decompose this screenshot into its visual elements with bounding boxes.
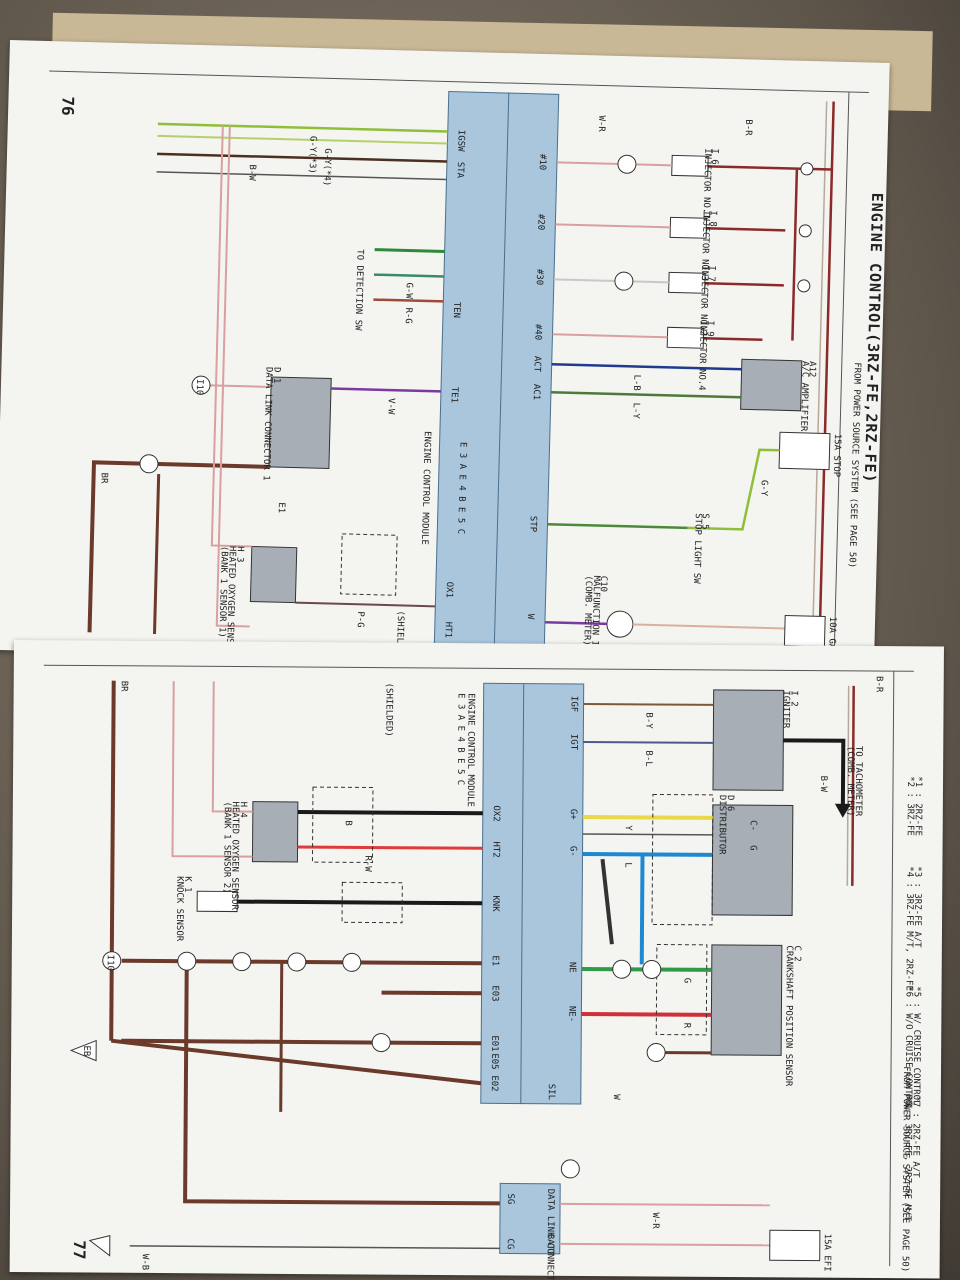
pin-e1: E1	[275, 502, 286, 514]
legend-2: *2 : 3RZ-FE	[904, 776, 916, 836]
label-mil-sub: (COMB. METER)	[581, 575, 594, 646]
top-wiring-svg	[49, 70, 869, 662]
label-ecm-connectors-bot: E 3 A E 4 B E 5 C	[454, 693, 466, 786]
label-injector-1: INJECTOR NO.1	[700, 148, 713, 219]
pin-ten: TEN	[450, 301, 462, 319]
splice-i10-top: I10	[193, 378, 205, 396]
label-tacho-sub: (COMB. METER)	[844, 745, 856, 817]
label-ckp: CRANKSHAFT POSITION SENSOR	[782, 945, 794, 1087]
wire-label-r-g: R-G	[402, 307, 414, 324]
label-efi-fuse: 15A EFI	[821, 1233, 832, 1272]
pin-stp: STP	[527, 515, 538, 533]
wiring-page-77: 77 FROM POWER SOURCE SYSTEM (SEE PAGE 50…	[9, 640, 944, 1280]
label-stop-sw: STOP LIGHT SW	[691, 513, 703, 584]
pin-ac1: AC1	[530, 383, 542, 401]
pin-act: ACT	[531, 355, 542, 373]
pin-cg: CG	[504, 1238, 515, 1250]
pin-sg: SG	[505, 1193, 516, 1205]
label-shielded-bot-1: (SHIELDED)	[383, 682, 394, 737]
pin-w: W	[525, 613, 536, 620]
injector-coils	[666, 154, 709, 349]
wire-label-g-w: G-W	[403, 282, 414, 299]
pin-ox1: OX1	[443, 581, 454, 599]
label-igniter: IGNITER	[780, 690, 791, 729]
wire-label-w: W	[610, 1094, 621, 1100]
pin-g-minus: G-	[567, 845, 578, 857]
page-number-77: 77	[69, 1240, 89, 1260]
wire-label-br: BR	[98, 472, 109, 484]
pin-ox2: OX2	[490, 805, 501, 822]
label-distributor: DISTRIBUTOR	[716, 794, 727, 855]
label-o2-sub-bot: (BANK 1 SENSOR 2)	[221, 801, 232, 894]
wire-label-g-y: G-Y	[758, 479, 769, 497]
wire-label-w-r-bot: W-R	[649, 1212, 661, 1229]
wire-label-g-y4: G-Y(*4)	[321, 148, 333, 187]
wire-label-b: B	[342, 820, 353, 826]
legend-6: *6 : W/O CRUISE CONTROL	[902, 986, 914, 1111]
wire-label-v-w: V-W	[385, 397, 396, 415]
wire-label-l-y: L-Y	[630, 402, 641, 419]
wire-label-p-g: P-G	[354, 611, 366, 628]
pin-sil: SIL	[545, 1083, 556, 1101]
page-number-76: 76	[58, 96, 78, 116]
label-ac-amp: A/C AMPLIFIER	[798, 360, 810, 432]
pin-e02: E02	[488, 1075, 499, 1092]
label-injector-4: INJECTOR NO.4	[696, 320, 708, 391]
wire-label-b-r-bot: B-R	[873, 676, 884, 693]
splice-i10-bot: I10	[104, 954, 115, 971]
pin-ht2: HT2	[490, 841, 501, 858]
wiring-page-76: ENGINE CONTROL(3RZ-FE,2RZ-FE) FROM POWER…	[0, 40, 890, 717]
pin-ne: NE	[566, 961, 577, 973]
pin-te1: TE1	[448, 386, 460, 404]
pin-g-plus: G+	[567, 808, 578, 820]
label-ground-eb: EB	[81, 1045, 92, 1057]
wire-label-b-w: B-W	[246, 164, 257, 181]
wire-label-r-w: R-W	[362, 855, 373, 872]
pin-e03: E03	[489, 985, 500, 1002]
pin-20: #20	[535, 213, 546, 231]
wire-label-y: Y	[622, 825, 633, 831]
wire-label-b-r: B-R	[742, 119, 754, 136]
wire-label-l-b: L-B	[631, 374, 642, 391]
wire-label-g: G	[681, 977, 692, 984]
pin-batt: BATT	[544, 1233, 555, 1256]
pin-e1-bot: E1	[489, 955, 500, 967]
wire-label-b-l: B-L	[643, 750, 654, 767]
pin-ht1: HT1	[442, 621, 453, 639]
pin-sta: STA	[454, 161, 465, 179]
label-ecm-bot: ENGINE CONTROL MODULE	[464, 693, 476, 808]
pin-e05: E05	[489, 1053, 500, 1070]
pin-ne-minus: NE-	[566, 1005, 577, 1023]
wire-label-b-w-bot: B-W	[817, 775, 829, 792]
wire-label-br-bot: BR	[118, 680, 129, 692]
label-stop-fuse: 15A STOP	[830, 433, 842, 478]
wire-label-b-y: B-Y	[643, 712, 654, 729]
pin-30: #30	[533, 268, 545, 286]
pin-40: #40	[532, 323, 543, 341]
wire-label-w-b: W-B	[139, 1253, 150, 1271]
wire-label-l: L	[622, 862, 633, 868]
label-detection-sw: TO DETECTION SW	[352, 249, 365, 331]
wire-label-r: R	[681, 1022, 692, 1029]
pin-g: G	[747, 845, 758, 851]
bottom-wiring-svg	[43, 664, 914, 1267]
legend-4: *4 : 3RZ-FE M/T, 2RZ-FE	[903, 866, 915, 991]
wire-label-w-r: W-R	[595, 115, 607, 132]
pin-e01: E01	[489, 1035, 500, 1052]
pin-igsw: IGSW	[455, 129, 466, 152]
pin-knk: KNK	[490, 895, 501, 912]
wire-label-g-y3: G-Y(*3)	[306, 135, 318, 175]
pin-igt: IGT	[568, 733, 579, 751]
pin-c-minus: C-	[747, 820, 758, 832]
pin-10: #10	[536, 153, 548, 171]
legend-8: *8 : 3RZ-FE, 2RZ-FE M/T	[901, 1096, 913, 1221]
pin-igf: IGF	[568, 695, 579, 713]
label-knock: KNOCK SENSOR	[173, 876, 185, 942]
